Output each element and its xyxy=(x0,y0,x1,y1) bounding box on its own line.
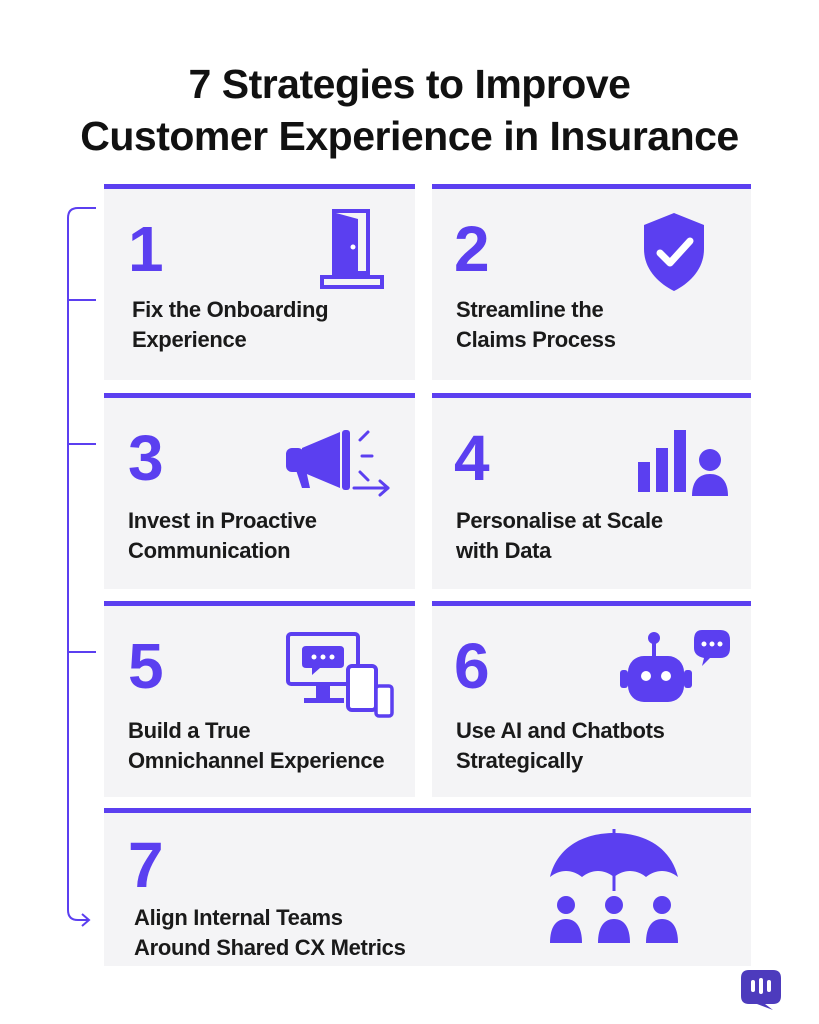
brand-logo-icon xyxy=(741,970,781,1010)
strategy-number: 1 xyxy=(128,213,164,285)
strategy-number: 4 xyxy=(454,422,490,494)
chatbot-icon xyxy=(620,630,730,702)
bar-chart-user-icon xyxy=(638,430,728,496)
title-line-1: 7 Strategies to Improve xyxy=(188,61,631,107)
strategy-card-3: 3 Invest in Proactive Communication xyxy=(104,393,415,589)
strategy-card-4: 4 Personalise at Scale with Data xyxy=(432,393,751,589)
strategy-card-1: 1 Fix the Onboarding Experience xyxy=(104,184,415,380)
strategy-number: 7 xyxy=(128,829,164,901)
strategy-number: 3 xyxy=(128,422,164,494)
strategy-card-6: 6 Use AI and Chatbots Strategically xyxy=(432,601,751,797)
strategy-label: Use AI and Chatbots Strategically xyxy=(456,718,665,773)
strategy-label: Personalise at Scale with Data xyxy=(456,508,663,563)
strategy-label: Fix the Onboarding Experience xyxy=(132,297,329,352)
timeline-bracket xyxy=(67,207,96,927)
strategy-label: Streamline the Claims Process xyxy=(456,297,616,352)
strategy-card-7: 7 Align Internal Teams Around Shared CX … xyxy=(104,808,751,966)
strategy-card-2: 2 Streamline the Claims Process xyxy=(432,184,751,380)
multi-device-icon xyxy=(286,632,394,718)
door-icon xyxy=(320,209,384,289)
umbrella-team-icon xyxy=(550,829,678,943)
page-title: 7 Strategies to Improve Customer Experie… xyxy=(0,58,819,162)
shield-check-icon xyxy=(644,213,704,291)
strategy-card-5: 5 Build a True Omnichannel Experience xyxy=(104,601,415,797)
strategy-number: 6 xyxy=(454,630,490,702)
megaphone-icon xyxy=(286,430,390,497)
strategy-number: 5 xyxy=(128,630,164,702)
strategy-label: Build a True Omnichannel Experience xyxy=(128,718,385,773)
strategy-number: 2 xyxy=(454,213,490,285)
strategy-label: Align Internal Teams Around Shared CX Me… xyxy=(134,905,406,960)
strategy-label: Invest in Proactive Communication xyxy=(128,508,317,563)
title-line-2: Customer Experience in Insurance xyxy=(80,113,739,159)
